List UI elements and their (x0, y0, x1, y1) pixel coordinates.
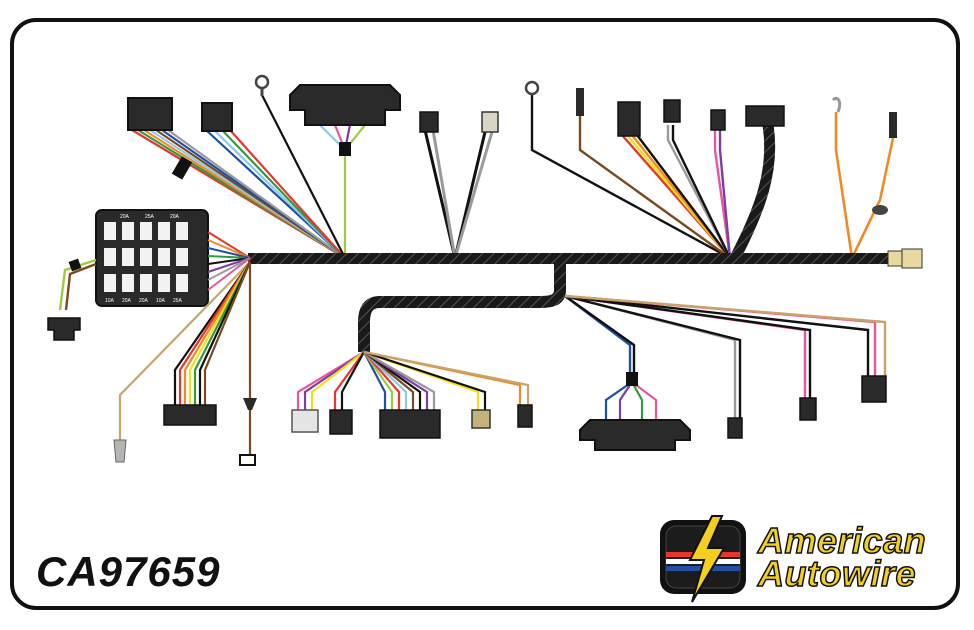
wires-left-side (58, 258, 97, 311)
wires-top-left (131, 94, 366, 259)
fuse-label: 25A (173, 298, 183, 304)
connector-dimmer-switch (579, 419, 691, 451)
wire-clip (626, 372, 638, 386)
terminal-orange (889, 112, 897, 138)
wires-far-right (834, 112, 895, 259)
wires-lower-middle (296, 350, 530, 410)
connector-left (47, 317, 81, 341)
wires-lower-right-fan (604, 381, 658, 420)
connector-lower-left-small (243, 398, 257, 410)
connector-lower-left (163, 404, 217, 426)
connector-top-left-1 (127, 97, 173, 131)
wires-lower-left (118, 261, 252, 455)
connector-top-left-2 (201, 102, 233, 132)
brand-logo-emblem (660, 515, 746, 603)
fuse-block: 20A 25A 20A 10A 20A 20A 10A 25A (95, 209, 209, 307)
part-number-label: CA97659 (36, 548, 221, 595)
connector-top-right-4 (745, 105, 785, 127)
connector-lower-3 (379, 409, 441, 439)
wire-clip (68, 258, 82, 272)
fuse-label: 10A (105, 298, 115, 304)
connector-trunk-end-1 (887, 250, 903, 267)
wires-fuse-block (207, 231, 251, 291)
connector-headlight-switch (289, 84, 401, 126)
connector-top-right-3 (710, 109, 726, 131)
main-harness-trunk (248, 253, 888, 264)
fuse-label: 20A (139, 298, 149, 304)
ring-terminal-1 (254, 74, 270, 90)
connector-top-right-1 (617, 101, 641, 137)
wires-top-right (530, 95, 732, 260)
inline-clip (872, 205, 888, 215)
connector-lower-2 (329, 409, 353, 435)
wire-clip (171, 156, 193, 180)
connector-lower-5 (517, 404, 533, 428)
terminal-brown-wire (239, 454, 256, 466)
hook-terminal (831, 96, 842, 113)
fuse-label: 10A (156, 298, 166, 304)
connector-lower-right-1 (727, 417, 743, 439)
connector-top-middle-2 (481, 111, 499, 133)
fuse-label: 25A (145, 214, 155, 220)
connector-lower-1 (291, 409, 319, 433)
connector-lower-right-2 (799, 397, 817, 421)
fuse-label: 20A (120, 214, 130, 220)
connector-top-middle-1 (419, 111, 439, 133)
wire-clip (339, 142, 351, 156)
lower-branch-loom (358, 262, 566, 352)
fuse-label: 20A (170, 214, 180, 220)
brand-name-line2: Autowire (757, 552, 917, 595)
braided-loom-branch (730, 124, 776, 261)
connector-lower-right-3 (861, 375, 887, 403)
terminal-brown (576, 88, 584, 116)
connector-top-right-2 (663, 99, 681, 123)
connector-trunk-end-2 (901, 248, 923, 269)
wires-lower-right (564, 294, 887, 420)
terminal-tan-wire (113, 439, 127, 463)
wires-top-middle (423, 129, 494, 259)
fuse-label: 20A (122, 298, 132, 304)
brand-name-line1: American (757, 519, 927, 562)
ring-terminal-2 (524, 80, 540, 96)
connector-lower-4 (471, 409, 491, 429)
